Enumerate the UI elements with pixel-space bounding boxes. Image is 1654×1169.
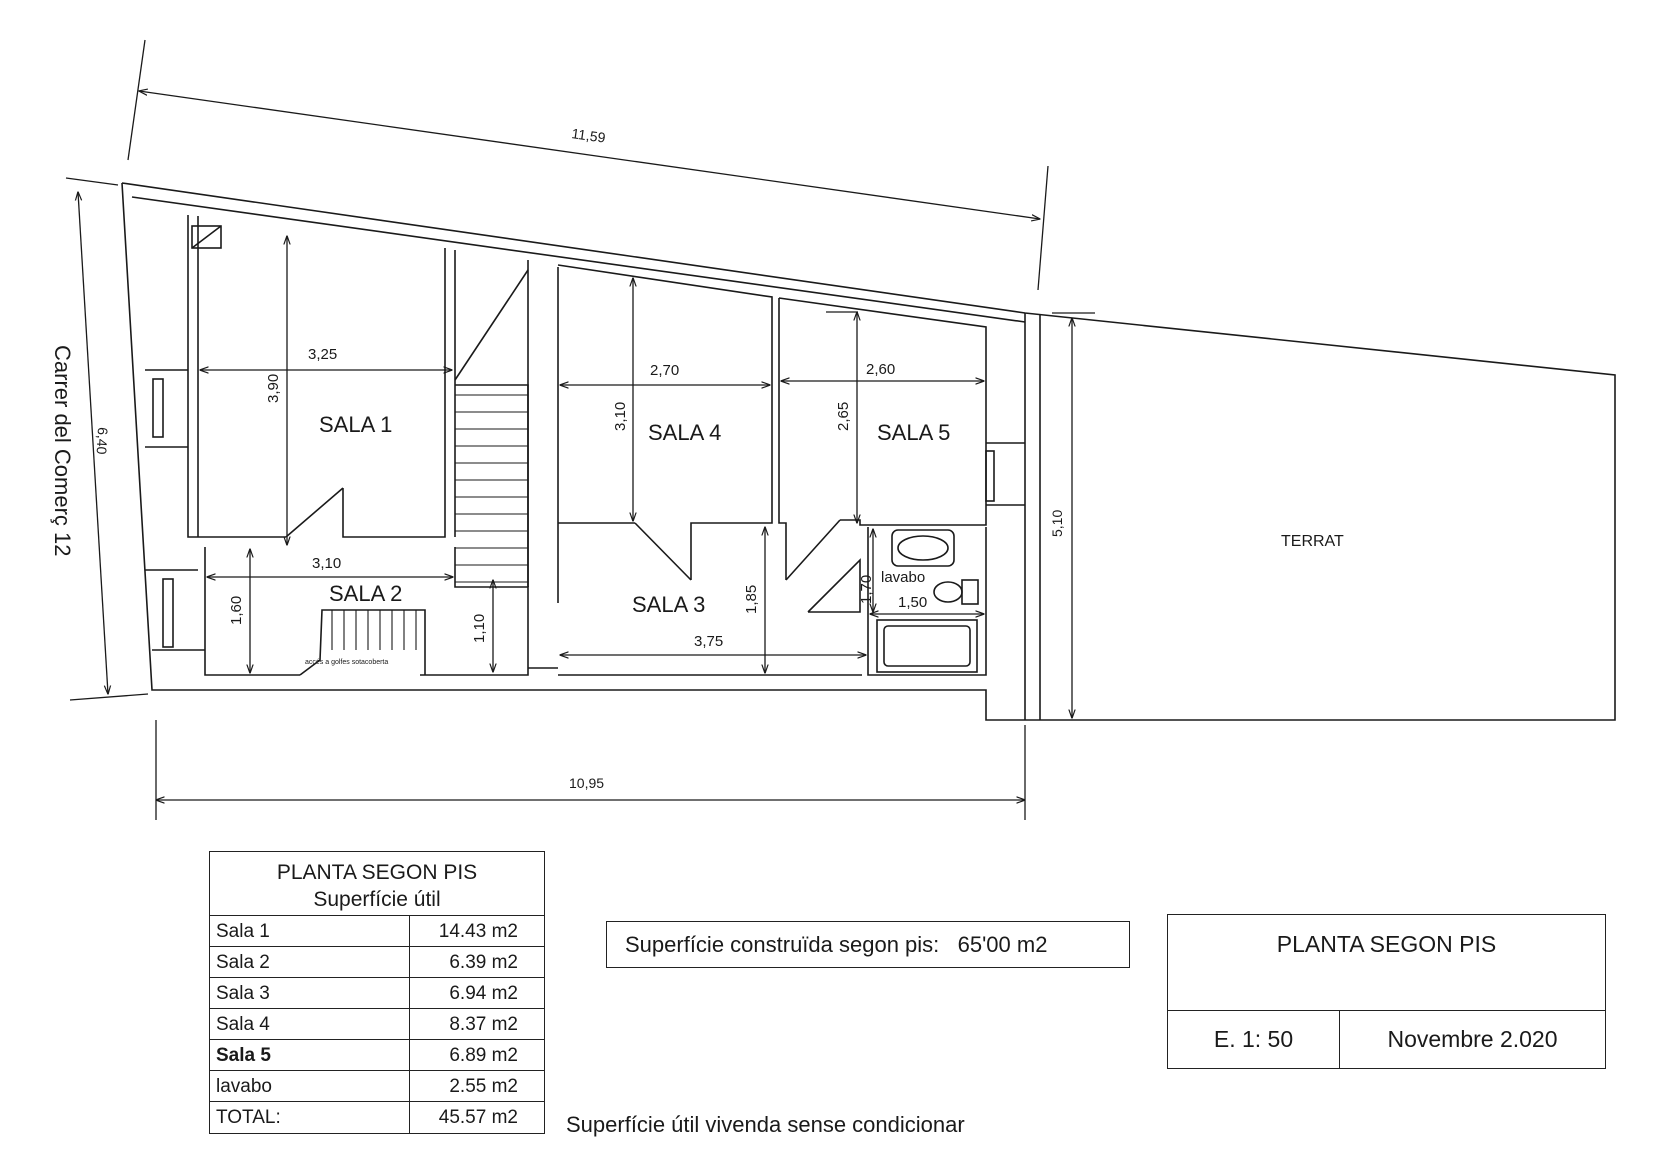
room-area: 14.43 m2 bbox=[438, 921, 518, 942]
terrace-label: TERRAT bbox=[1281, 533, 1344, 550]
stair-outline bbox=[455, 384, 529, 587]
room-label-sala3: SALA 3 bbox=[632, 592, 705, 617]
wall bbox=[204, 547, 300, 676]
dim-s3-w-label: 3,75 bbox=[694, 633, 723, 650]
title-block-title: PLANTA SEGON PIS bbox=[1168, 915, 1605, 1011]
room-area: 8.37 m2 bbox=[449, 1014, 518, 1035]
outer-wall-inner-face bbox=[131, 196, 1026, 323]
dim-s5-h-label: 2,65 bbox=[835, 402, 852, 431]
extension-line bbox=[69, 693, 149, 701]
dim-s5-w-label: 2,60 bbox=[866, 361, 895, 378]
table-row: Sala 4 8.37 m2 bbox=[210, 1009, 544, 1040]
bathtub bbox=[883, 625, 971, 667]
extension-line bbox=[1037, 165, 1049, 291]
built-area-value: 65'00 m2 bbox=[957, 932, 1048, 957]
sink bbox=[891, 529, 955, 567]
drawing-scale: E. 1: 50 bbox=[1168, 1011, 1340, 1068]
room-label-sala4: SALA 4 bbox=[648, 420, 721, 445]
dim-s1-h-label: 3,90 bbox=[265, 374, 282, 403]
shaft bbox=[191, 225, 222, 249]
room-label-sala5: SALA 5 bbox=[877, 420, 950, 445]
window bbox=[985, 450, 995, 502]
built-area-label: Superfície construïda segon pis: bbox=[625, 932, 940, 957]
dim-line-top bbox=[139, 91, 1040, 219]
area-table-subtitle: Superfície útil bbox=[313, 888, 441, 911]
toilet bbox=[933, 581, 963, 603]
table-row: Sala 3 6.94 m2 bbox=[210, 978, 544, 1009]
dim-stair-h-label: 1,10 bbox=[471, 614, 488, 643]
room-label-lavabo: lavabo bbox=[881, 569, 925, 586]
wall bbox=[778, 298, 787, 580]
table-row: Sala 5 6.89 m2 bbox=[210, 1040, 544, 1071]
wall bbox=[867, 527, 987, 676]
dim-left-label: 6,40 bbox=[94, 427, 111, 455]
wall bbox=[778, 297, 987, 526]
wall bbox=[420, 547, 529, 676]
room-label-sala2: SALA 2 bbox=[329, 581, 402, 606]
room-area: 45.57 m2 bbox=[438, 1107, 518, 1128]
dim-bottom-label: 10,95 bbox=[569, 775, 604, 791]
outer-wall bbox=[121, 182, 1616, 721]
toilet bbox=[961, 579, 979, 605]
window bbox=[162, 578, 174, 648]
dim-s4-w-label: 2,70 bbox=[650, 362, 679, 379]
room-name: Sala 4 bbox=[210, 1009, 410, 1039]
dim-s2-h-label: 1,60 bbox=[228, 596, 245, 625]
dim-s2-w-label: 3,10 bbox=[312, 555, 341, 572]
dim-lav-w-label: 1,50 bbox=[898, 594, 927, 611]
room-name: lavabo bbox=[210, 1071, 410, 1101]
stair-note: accés a golfes sotacoberta bbox=[305, 659, 388, 666]
room-name: TOTAL: bbox=[210, 1102, 410, 1133]
built-area-box: Superfície construïda segon pis: 65'00 m… bbox=[606, 921, 1130, 968]
room-name: Sala 3 bbox=[210, 978, 410, 1008]
dim-s3-h-label: 1,85 bbox=[743, 585, 760, 614]
title-block-row: E. 1: 50 Novembre 2.020 bbox=[1168, 1011, 1605, 1068]
extension-line bbox=[127, 39, 146, 161]
window bbox=[152, 378, 164, 438]
wall bbox=[342, 248, 446, 538]
dim-s4-h-label: 3,10 bbox=[612, 402, 629, 431]
usable-area-note: Superfície útil vivenda sense condiciona… bbox=[566, 1112, 965, 1137]
stair-outline bbox=[454, 269, 529, 381]
room-area: 2.55 m2 bbox=[449, 1076, 518, 1097]
room-name: Sala 2 bbox=[210, 947, 410, 977]
table-row: lavabo 2.55 m2 bbox=[210, 1071, 544, 1102]
shaft bbox=[191, 225, 222, 249]
room-area: 6.89 m2 bbox=[449, 1045, 518, 1066]
door bbox=[807, 558, 861, 613]
area-table-title: PLANTA SEGON PIS bbox=[276, 861, 478, 884]
dim-right-label: 5,10 bbox=[1049, 510, 1065, 537]
drawing-date: Novembre 2.020 bbox=[1387, 1026, 1558, 1052]
stair-outline bbox=[299, 609, 426, 676]
street-label: Carrer del Comerç 12 bbox=[50, 345, 75, 557]
wall bbox=[557, 264, 773, 580]
door bbox=[785, 519, 841, 581]
title-block: PLANTA SEGON PIS E. 1: 50 Novembre 2.020 bbox=[1167, 914, 1606, 1069]
stair-treads bbox=[331, 394, 528, 650]
table-row: Sala 2 6.39 m2 bbox=[210, 947, 544, 978]
door bbox=[634, 522, 692, 581]
extension-line bbox=[65, 177, 119, 186]
area-table-header: PLANTA SEGON PIS Superfície útil bbox=[210, 852, 544, 916]
table-row: Sala 1 14.43 m2 bbox=[210, 916, 544, 947]
dim-s1-w-label: 3,25 bbox=[308, 346, 337, 363]
room-area: 6.94 m2 bbox=[449, 983, 518, 1004]
door bbox=[285, 487, 344, 538]
dim-line-left bbox=[78, 192, 108, 694]
dim-lav-h-label: 1,70 bbox=[858, 575, 875, 604]
dim-top-label: 11,59 bbox=[571, 125, 607, 146]
sink bbox=[897, 535, 949, 561]
room-area: 6.39 m2 bbox=[449, 952, 518, 973]
bathtub bbox=[876, 619, 978, 673]
area-table: PLANTA SEGON PIS Superfície útil Sala 1 1… bbox=[209, 851, 545, 1134]
table-row-total: TOTAL: 45.57 m2 bbox=[210, 1102, 544, 1133]
room-name: Sala 1 bbox=[210, 916, 410, 946]
wall bbox=[187, 215, 286, 538]
room-name: Sala 5 bbox=[210, 1040, 410, 1070]
room-label-sala1: SALA 1 bbox=[319, 412, 392, 437]
